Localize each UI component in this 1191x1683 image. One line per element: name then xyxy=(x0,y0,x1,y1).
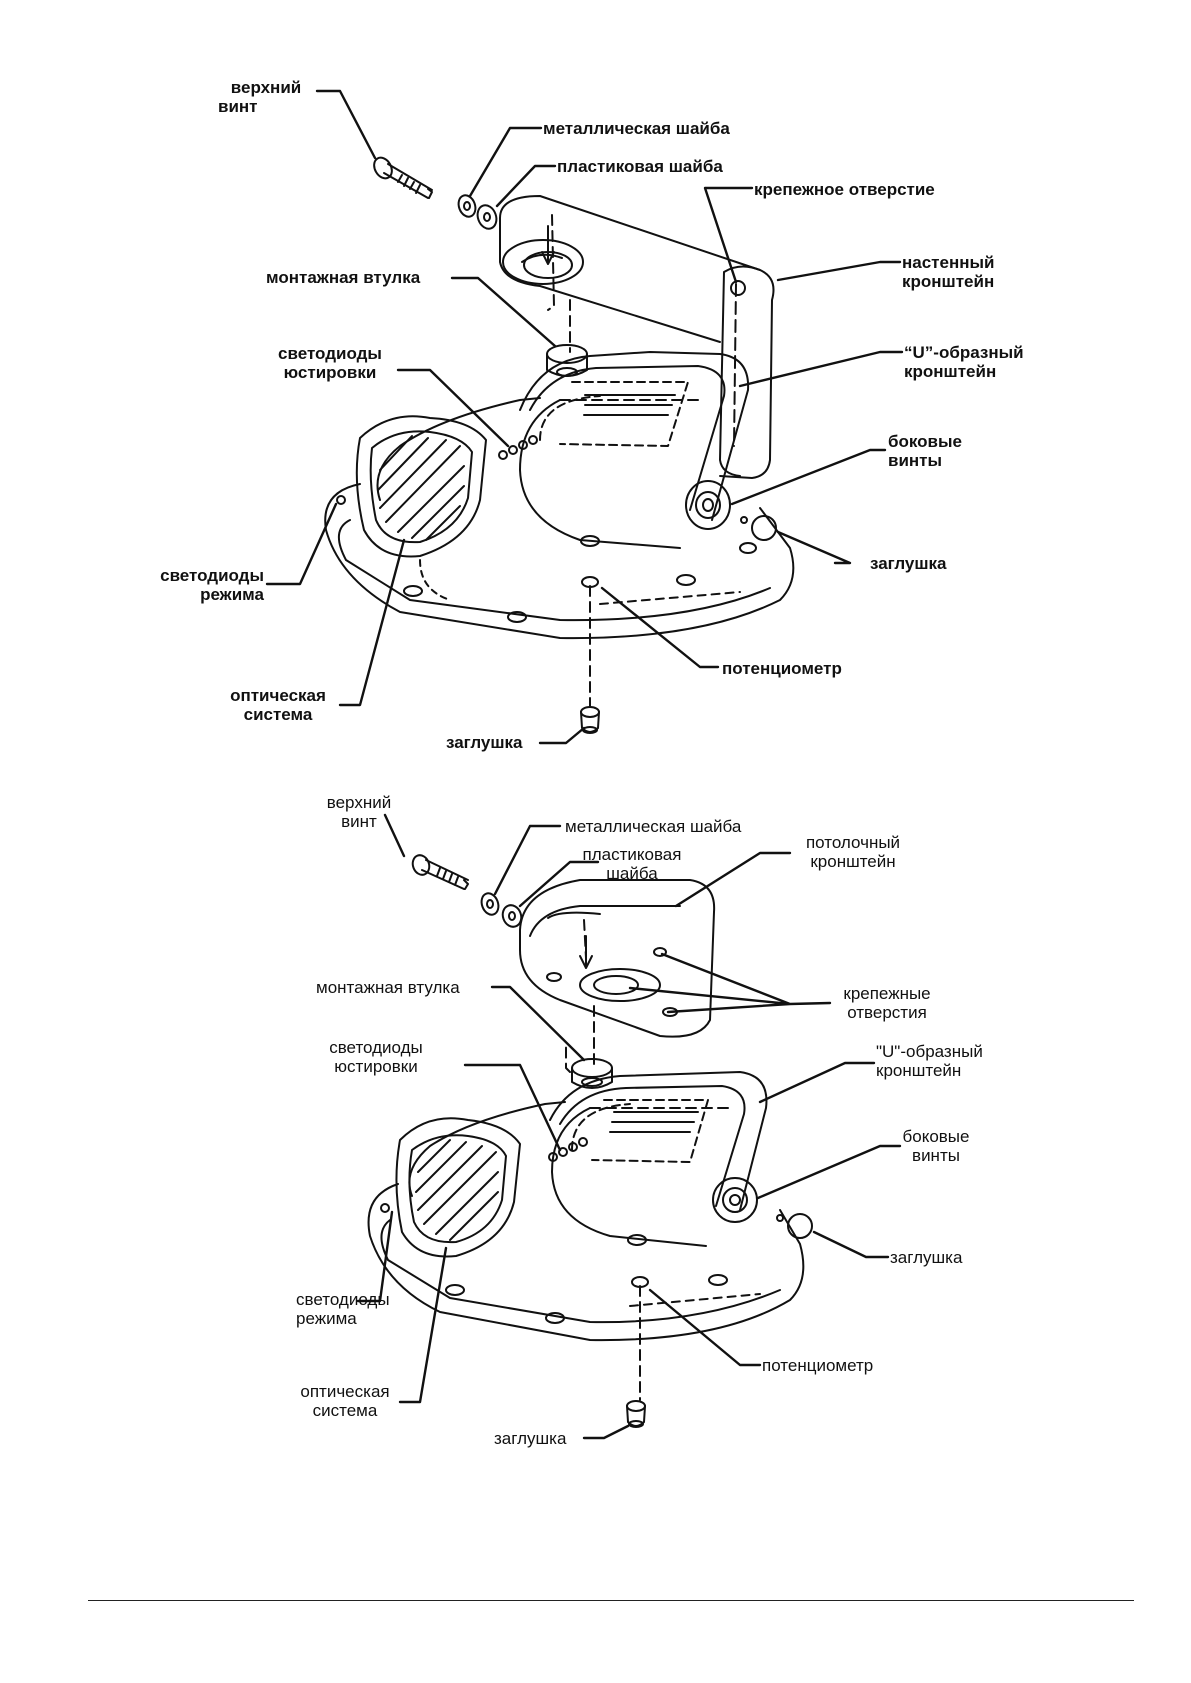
d2-label-side-screws: боковые винты xyxy=(902,1127,970,1165)
d2-plastic-washer-icon xyxy=(501,904,523,928)
d1-metal-washer-icon xyxy=(457,194,477,218)
d1-label-metal-washer: металлическая шайба xyxy=(543,119,730,138)
d2-label-plastic-washer: пластиковая шайба xyxy=(582,845,682,883)
d1-label-optics: оптическая система xyxy=(230,686,326,724)
d2-mount-bushing-icon xyxy=(571,1058,613,1089)
d1-label-potentiometer: потенциометр xyxy=(722,659,842,678)
diagram2-artwork xyxy=(356,813,902,1440)
d1-label-plastic-washer: пластиковая шайба xyxy=(557,157,723,176)
d2-bottom-plug-icon xyxy=(626,1400,646,1428)
d1-top-screw-icon xyxy=(373,156,433,199)
d2-label-mode-leds: светодиоды режима xyxy=(296,1290,390,1328)
d2-label-metal-washer: металлическая шайба xyxy=(565,817,742,836)
d1-wall-bracket-icon xyxy=(499,195,775,479)
d1-label-align-leds: светодиоды юстировки xyxy=(278,344,382,382)
d2-u-bracket-icon xyxy=(549,1071,768,1211)
d2-side-plug-icon xyxy=(787,1213,813,1239)
d2-optics-window-icon xyxy=(395,1117,521,1258)
d2-label-align-leds: светодиоды юстировки xyxy=(329,1038,423,1076)
d2-ceiling-bracket-icon xyxy=(519,879,716,1038)
d2-label-mount-holes: крепежные отверстия xyxy=(843,984,931,1022)
d1-label-top-screw: верхний винт xyxy=(218,78,302,116)
d2-label-ceiling-bracket: потолочный кронштейн xyxy=(805,833,901,871)
d1-label-side-plug: заглушка xyxy=(870,554,947,573)
d1-side-plug-icon xyxy=(751,515,777,541)
d1-label-bottom-plug: заглушка xyxy=(446,733,523,752)
diagram1-artwork xyxy=(265,89,904,745)
d1-label-u-bracket: “U”-образный кронштейн xyxy=(904,343,1024,381)
d2-label-side-plug: заглушка xyxy=(890,1248,963,1267)
d2-align-leds-icon xyxy=(548,1137,588,1162)
d2-label-u-bracket: "U"-образный кронштейн xyxy=(876,1042,983,1080)
d1-u-bracket-icon xyxy=(519,351,750,521)
d2-label-optics: оптическая система xyxy=(300,1382,390,1420)
d2-label-potentiometer: потенциометр xyxy=(762,1356,874,1375)
d1-label-mount-bushing: монтажная втулка xyxy=(266,268,421,287)
d1-label-wall-bracket: настенный кронштейн xyxy=(902,253,995,291)
d2-label-bottom-plug: заглушка xyxy=(494,1429,567,1448)
d2-metal-washer-icon xyxy=(480,892,500,916)
d1-housing-icon xyxy=(324,395,795,640)
d2-label-mount-bushing: монтажная втулка xyxy=(316,978,460,997)
d1-label-mode-leds: светодиоды режима xyxy=(160,566,264,604)
d1-label-side-screws: боковые винты xyxy=(888,432,962,470)
d2-label-top-screw: верхний винт xyxy=(326,793,392,831)
d1-optics-window-icon xyxy=(355,415,487,558)
d2-top-screw-icon xyxy=(411,854,469,890)
d1-align-leds-icon xyxy=(498,435,538,460)
d2-housing-icon xyxy=(367,1101,805,1342)
d1-plastic-washer-icon xyxy=(476,204,498,230)
d1-label-mount-hole: крепежное отверстие xyxy=(754,180,935,199)
footer-divider xyxy=(88,1600,1134,1601)
